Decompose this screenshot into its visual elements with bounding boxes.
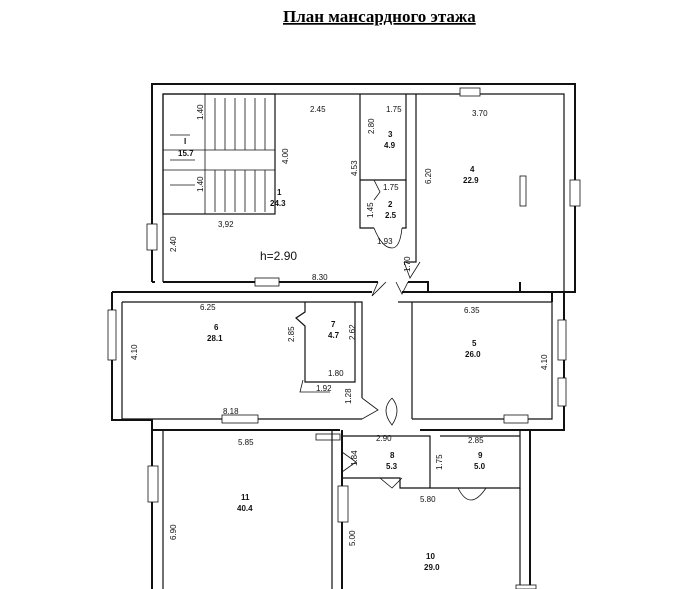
dimension-label: 1.45: [366, 202, 375, 218]
dimension-label: 6.35: [464, 306, 480, 315]
room-area-1: 24.3: [270, 199, 286, 208]
dimension-label: 2.85: [468, 436, 484, 445]
dimension-label: 1.40: [196, 176, 205, 192]
middle-block: [107, 281, 567, 441]
room-label-9: 9: [478, 451, 483, 460]
dimension-label: 4.00: [281, 148, 290, 164]
room-area-6: 28.1: [207, 334, 223, 343]
dimension-label: 4.10: [130, 344, 139, 360]
lower-block: [147, 430, 537, 589]
room-label-8: 8: [390, 451, 395, 460]
dimension-label: 2.80: [367, 118, 376, 134]
dimension-label: 6.25: [200, 303, 216, 312]
dimension-label: 4.53: [350, 160, 359, 176]
room-area-10: 29.0: [424, 563, 440, 572]
staircase-enclosure: [162, 93, 276, 215]
room-area-7: 4.7: [328, 331, 340, 340]
room-label-1: 1: [277, 188, 282, 197]
dimension-label: 1.75: [435, 454, 444, 470]
dimension-label: 3,92: [218, 220, 234, 229]
dimension-label: 2.90: [376, 434, 392, 443]
room-label-2: 2: [388, 200, 393, 209]
room-area-8: 5.3: [386, 462, 398, 471]
room-label-11: 11: [241, 493, 250, 502]
room-area-4: 22.9: [463, 176, 479, 185]
room-label-10: 10: [426, 552, 435, 561]
dimension-label: 2.85: [287, 326, 296, 342]
dimension-label: 1.93: [377, 237, 393, 246]
dimension-label: 2.62: [348, 324, 357, 340]
ceiling-height-label: h=2.90: [260, 249, 297, 263]
room-label-5: 5: [472, 339, 477, 348]
dimension-label: 2.40: [169, 236, 178, 252]
dimension-label: 1.80: [328, 369, 344, 378]
dimension-label: 1.75: [386, 105, 402, 114]
room-area-11: 40.4: [237, 504, 253, 513]
dimension-label: 1.40: [196, 104, 205, 120]
upper-block: [146, 83, 581, 302]
dimension-label: 4.10: [540, 354, 549, 370]
dimension-label: 6.90: [169, 524, 178, 540]
dimension-label: 8.30: [312, 273, 328, 282]
room-label-4: 4: [470, 165, 475, 174]
room-area-3: 4.9: [384, 141, 396, 150]
staircase: [163, 94, 275, 214]
room-label-3: 3: [388, 130, 393, 139]
dimension-label: 3.70: [472, 109, 488, 118]
room-area-I: 15.7: [178, 149, 194, 158]
dimension-label: 1.84: [350, 450, 359, 466]
dimension-label: 5.85: [238, 438, 254, 447]
room-label-6: 6: [214, 323, 219, 332]
dimension-label: 2.45: [310, 105, 326, 114]
dimension-label: 1.75: [383, 183, 399, 192]
dimension-label: 8.18: [223, 407, 239, 416]
room-labels: I 15.7 1 24.3 2 2.5 3 4.9 4 22.9 5 26.0 …: [178, 130, 486, 572]
dimension-label: 1.28: [344, 388, 353, 404]
dimension-label: 1.92: [316, 384, 332, 393]
dimension-label: 5.80: [420, 495, 436, 504]
dimension-labels: 2.45 1.75 3.70 2.80 1.40 1.40 4.00 4.53 …: [130, 104, 549, 546]
dimension-label: 5.00: [348, 530, 357, 546]
plan-title: План мансардного этажа: [283, 7, 476, 26]
room-area-2: 2.5: [385, 211, 397, 220]
dimension-label: 1.70: [403, 256, 412, 272]
room-area-9: 5.0: [474, 462, 486, 471]
room-area-5: 26.0: [465, 350, 481, 359]
room-label-7: 7: [331, 320, 336, 329]
dimension-label: 6.20: [424, 168, 433, 184]
room-label-I: I: [184, 137, 186, 146]
